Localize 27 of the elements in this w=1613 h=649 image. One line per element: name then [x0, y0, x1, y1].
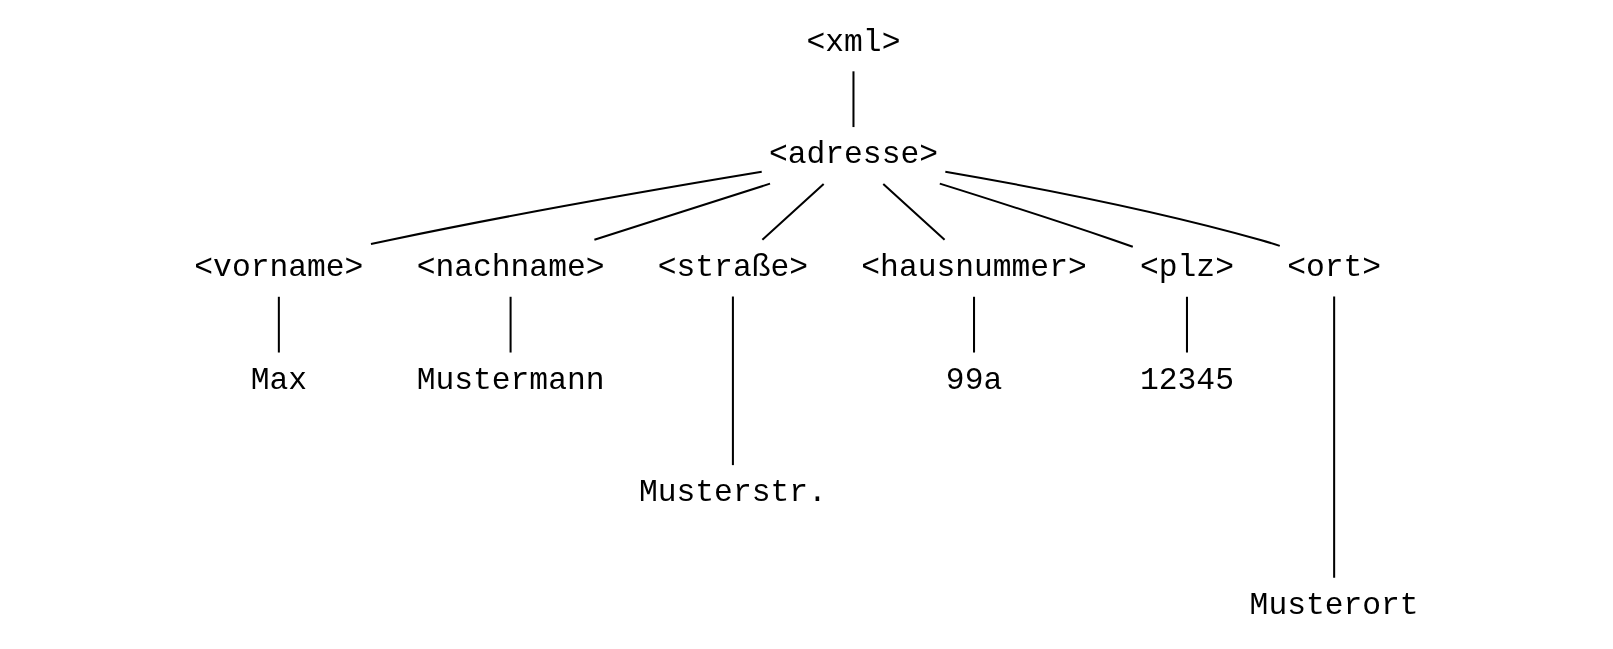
connector [1333, 296, 1336, 578]
node-text: <adresse> [768, 137, 938, 173]
connector [509, 296, 512, 353]
connector [370, 170, 762, 246]
node-text: <vorname> [194, 249, 364, 285]
node-text: Musterstr. [639, 475, 827, 511]
node-text: Max [250, 362, 308, 398]
connector [939, 182, 1134, 248]
connector [1185, 296, 1188, 353]
connector [945, 170, 1281, 247]
node-text: Mustermann [416, 362, 605, 398]
node-text: <ort> [1287, 249, 1382, 285]
node-text: Musterort [1249, 588, 1419, 624]
connector [882, 183, 946, 241]
node-text: <plz> [1140, 249, 1234, 285]
node-text: 12345 [1140, 362, 1234, 398]
connector [277, 296, 280, 353]
connector [852, 71, 855, 128]
node-text: <straße> [657, 249, 809, 285]
connector [731, 296, 734, 466]
node-text: <xml> [806, 24, 901, 60]
connector [973, 296, 976, 353]
connector [761, 183, 825, 241]
connector [594, 182, 771, 241]
node-text: <nachname> [416, 249, 605, 285]
node-text: <hausnummer> [861, 249, 1087, 285]
node-text: 99a [945, 362, 1003, 398]
